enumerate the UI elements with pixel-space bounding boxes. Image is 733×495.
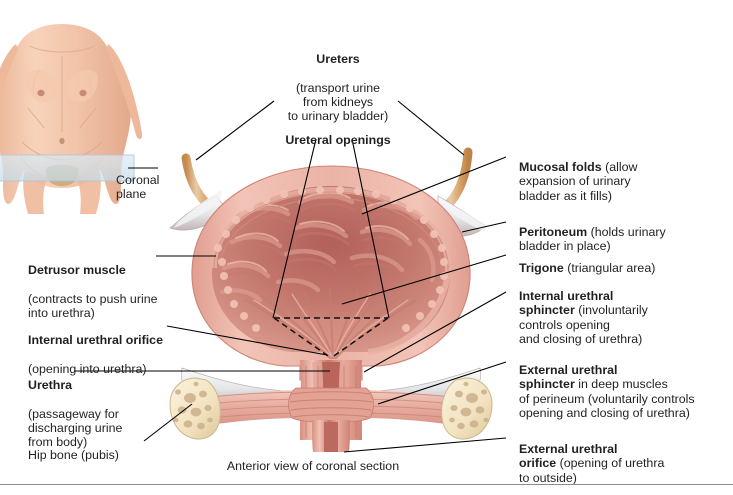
pubis-left-trabeculae: [173, 381, 213, 430]
label-peritoneum: Peritoneum (holds urinary bladder in pla…: [519, 211, 729, 254]
figure-caption: Anterior view of coronal section: [226, 459, 400, 473]
pubis-left: [169, 377, 221, 440]
label-internal-orifice-desc: (opening into urethra): [28, 361, 147, 376]
bladder-lumen: [210, 186, 452, 359]
leader-internal-orifice: [166, 325, 328, 356]
label-mucosal-folds-desc: (allow expansion of urinary bladder as i…: [519, 160, 638, 203]
label-internal-orifice-title: Internal urethral orifice: [28, 333, 163, 348]
torso-breasts: [26, 69, 98, 103]
urethral-radiating-folds: [245, 289, 417, 359]
label-external-sphincter-desc: in deep muscles of perineum (voluntarily…: [519, 377, 695, 420]
torso-right-arm: [106, 44, 143, 140]
label-peritoneum-desc: (holds urinary bladder in place): [519, 225, 666, 254]
pubis-right-trabeculae: [449, 381, 489, 430]
leader-ureter-left: [195, 100, 275, 161]
label-internal-urethral-orifice: Internal urethral orifice (opening into …: [28, 319, 208, 376]
label-detrusor-desc: (contracts to push urine into urethra): [28, 291, 158, 320]
label-external-orifice-desc: (opening of urethra to outside): [519, 456, 665, 485]
peritoneum-right-highlight: [438, 198, 488, 232]
label-internal-urethral-sphincter: Internal urethral sphincter (involuntari…: [519, 275, 733, 346]
bottom-rule: [0, 484, 733, 485]
label-external-urethral-sphincter: External urethral sphincter in deep musc…: [519, 349, 733, 420]
label-external-urethral-orifice: External urethral orifice (opening of ur…: [519, 428, 733, 485]
peritoneum-left-highlight: [174, 190, 222, 228]
torso-left-leg: [23, 172, 48, 214]
label-internal-sphincter-title: Internal urethral sphincter: [519, 289, 614, 318]
label-trigone: Trigone (triangular area): [519, 247, 729, 275]
leader-trigone: [341, 254, 507, 305]
label-internal-sphincter-desc: (involuntarily controls opening and clos…: [519, 303, 648, 346]
label-ureters-title: Ureters: [316, 52, 360, 67]
label-coronal-plane: Coronal plane: [116, 159, 186, 202]
label-ureteral-openings: Ureteral openings: [248, 119, 428, 147]
leader-peritoneum: [461, 221, 507, 233]
label-trigone-title: Trigone: [519, 261, 564, 276]
trigone-region: [245, 289, 417, 359]
perineum-group: [169, 367, 493, 452]
label-hip-bone: Hip bone (pubis): [28, 434, 168, 462]
label-ureters: Ureters (transport urine from kidneys to…: [248, 38, 428, 123]
inner-wall-ring: [210, 186, 452, 355]
label-mucosal-folds-title: Mucosal folds: [519, 160, 602, 175]
label-urethra: Urethra (passageway for discharging urin…: [28, 364, 158, 449]
torso-right-leg: [76, 172, 101, 214]
label-external-sphincter-title: External urethral sphincter: [519, 363, 618, 392]
wall-scallops: [214, 186, 448, 332]
leader-internal-sphincter: [363, 291, 507, 373]
coronal-plane-band: [0, 155, 134, 181]
external-urethral-orifice: [324, 422, 338, 452]
label-hip-bone-text: Hip bone (pubis): [28, 448, 119, 463]
label-peritoneum-title: Peritoneum: [519, 225, 588, 240]
leader-lines: [74, 100, 507, 453]
leader-external-sphincter: [377, 361, 507, 405]
label-urethra-desc: (passageway for discharging urine from b…: [28, 406, 123, 450]
label-external-orifice-title: External urethral orifice: [519, 442, 618, 471]
torso-inset: [0, 24, 158, 214]
trigone-triangle: [273, 317, 389, 359]
leader-hip-bone: [143, 403, 193, 442]
leader-external-orifice: [343, 437, 507, 453]
label-ureteral-openings-title: Ureteral openings: [285, 133, 391, 148]
label-coronal-plane-text: Coronal plane: [116, 173, 160, 202]
navel: [59, 137, 65, 145]
label-trigone-desc: (triangular area): [563, 261, 656, 276]
leader-ureteral-opening-left: [272, 138, 317, 319]
pubis-right: [441, 377, 493, 440]
label-ureters-desc: (transport urine from kidneys to urinary…: [287, 80, 389, 124]
label-detrusor-muscle: Detrusor muscle (contracts to push urine…: [28, 249, 208, 320]
torso-left-arm: [0, 44, 18, 96]
leader-mucosal-folds: [361, 156, 507, 215]
label-mucosal-folds: Mucosal folds (allow expansion of urinar…: [519, 146, 729, 203]
label-detrusor-title: Detrusor muscle: [28, 263, 126, 278]
label-urethra-title: Urethra: [28, 378, 73, 393]
leader-ureter-right: [397, 100, 465, 156]
leader-ureteral-opening-right: [351, 138, 390, 319]
